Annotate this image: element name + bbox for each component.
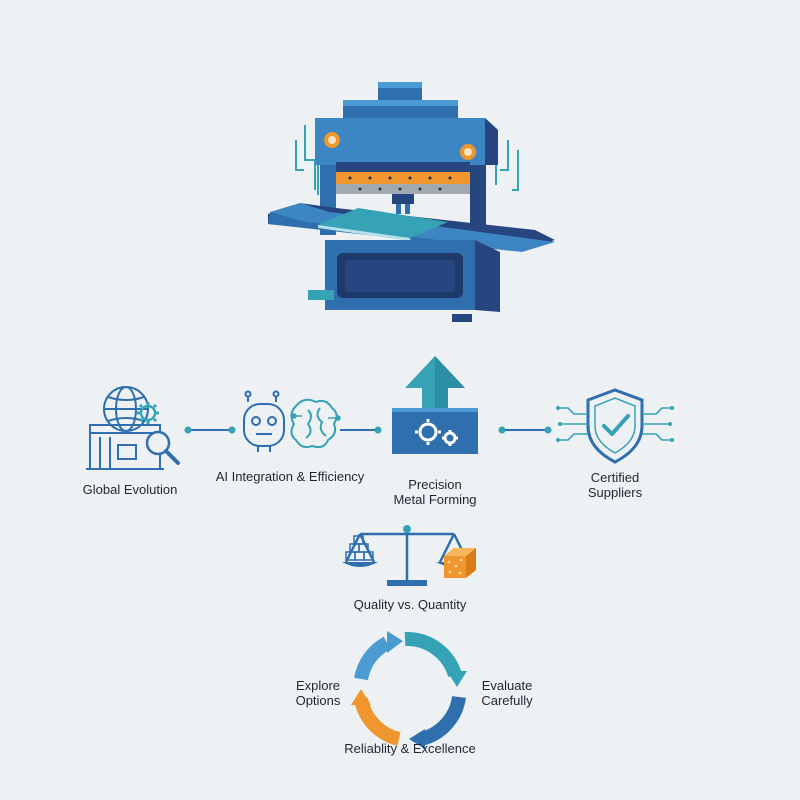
- label-quality-vs-quantity: Quality vs. Quantity: [353, 597, 467, 612]
- label-explore-line1: Explore: [295, 678, 341, 693]
- label-certified-line2: Suppliers: [587, 485, 643, 500]
- shield-check-icon: [556, 388, 674, 464]
- label-evaluate-line1: Evaluate: [481, 678, 533, 693]
- robot-brain-icon: [243, 390, 341, 452]
- label-global-evolution: Global Evolution: [82, 482, 178, 497]
- label-ai-integration: AI Integration & Efficiency: [215, 469, 365, 484]
- cycle-arrows-icon: [351, 631, 467, 749]
- upward-gears-icon: [392, 356, 478, 454]
- label-precision-line1: Precision: [408, 477, 462, 492]
- label-reliability: Reliablity & Excellence: [344, 741, 476, 756]
- balance-scale-icon: [342, 525, 476, 586]
- label-explore-line2: Options: [295, 693, 341, 708]
- label-evaluate-line2: Carefully: [481, 693, 533, 708]
- label-precision-line2: Metal Forming: [393, 492, 477, 507]
- factory-globe-icon: [86, 386, 180, 470]
- label-certified-line1: Certified: [590, 470, 640, 485]
